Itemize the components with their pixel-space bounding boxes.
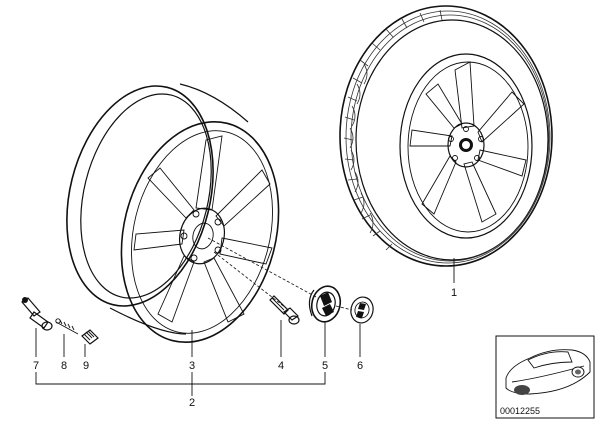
- callout-1: 1: [451, 287, 457, 299]
- callout-8: 8: [61, 360, 67, 372]
- rim-lug-holes: [180, 210, 222, 262]
- tire-tread-pattern: [343, 9, 443, 251]
- emblem[interactable]: [348, 295, 376, 326]
- leader-lines: [35, 258, 455, 396]
- valve-cap[interactable]: [81, 329, 99, 345]
- rim-center-bore: [179, 207, 225, 265]
- callout-2: 2: [189, 397, 195, 409]
- hub-cap[interactable]: [308, 283, 344, 325]
- lug-holes: [448, 126, 484, 161]
- callout-3: 3: [189, 360, 195, 372]
- tire-wheel-assembly[interactable]: [339, 5, 553, 267]
- callout-9: 9: [83, 360, 89, 372]
- assembly-axis-lines: [207, 237, 353, 311]
- vehicle-thumbnail[interactable]: 00012255: [495, 335, 595, 419]
- wheel-spokes: [409, 61, 527, 223]
- valve-insert[interactable]: [55, 318, 79, 335]
- wheel-hub: [447, 122, 485, 168]
- callout-7: 7: [33, 360, 39, 372]
- callout-6: 6: [357, 360, 363, 372]
- callout-5: 5: [322, 360, 328, 372]
- tire-valve[interactable]: [21, 297, 53, 331]
- thumbnail-code: 00012255: [500, 406, 540, 416]
- callout-4: 4: [278, 360, 284, 372]
- wheel-bolt[interactable]: [269, 295, 300, 325]
- car-outline-icon: [505, 349, 591, 395]
- callout-labels: 1 2 3 4 5 6 7 8 9: [33, 287, 457, 409]
- light-alloy-rim[interactable]: [45, 70, 301, 359]
